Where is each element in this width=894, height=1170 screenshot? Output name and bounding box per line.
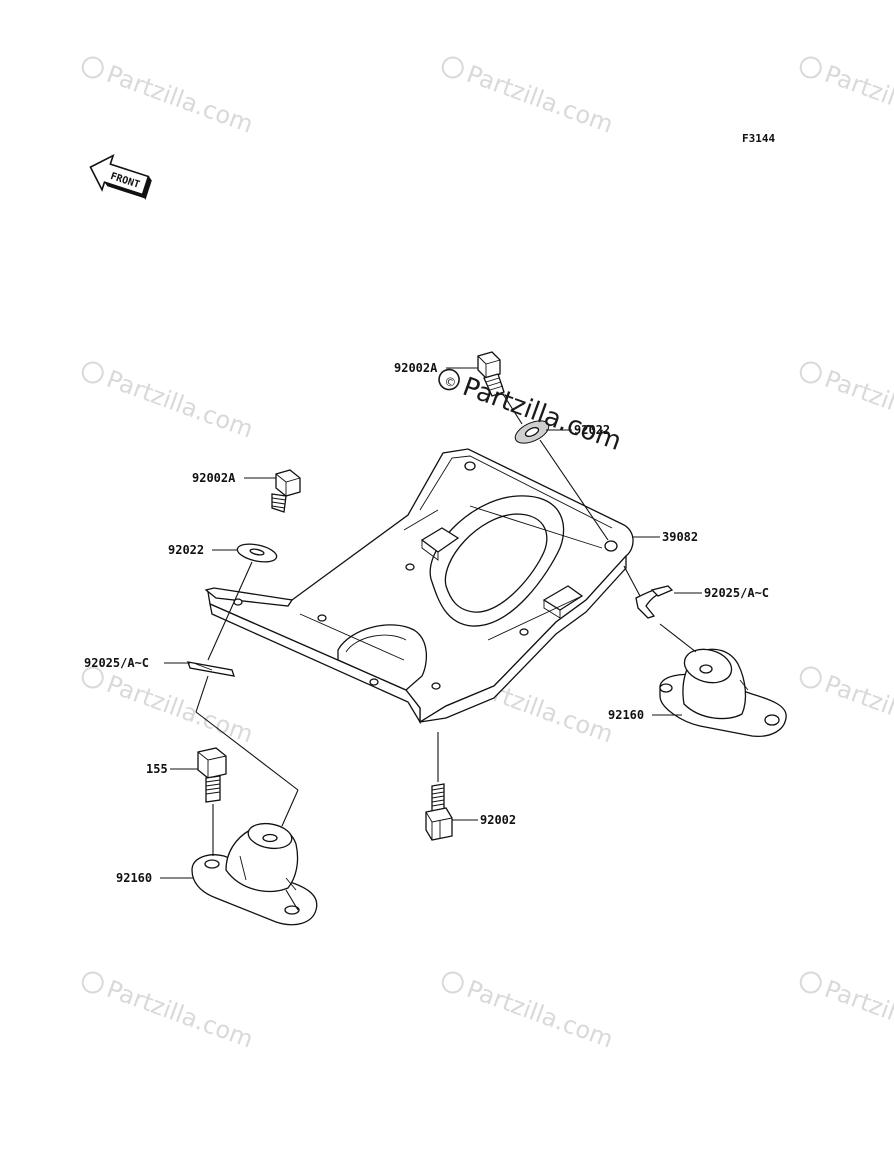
- washer-top: [514, 420, 550, 444]
- callout-mount-right: 92160: [608, 708, 644, 722]
- watermark-text: Partzilla.com: [821, 60, 894, 139]
- watermark-center-text: Partzilla.com: [459, 372, 626, 457]
- clip-left: [187, 661, 235, 677]
- watermark-text: Partzilla.com: [103, 670, 257, 749]
- bolt-bottom: [425, 783, 453, 841]
- callouts: 92002A 92022 92002A 92022 39082 92025/A~…: [84, 361, 769, 885]
- diagram-code: F3144: [742, 132, 775, 145]
- callout-bolt-155: 155: [146, 762, 168, 776]
- watermark-text: Partzilla.com: [463, 60, 617, 139]
- callout-bolt-top: 92002A: [394, 361, 438, 375]
- skid-plate: [204, 448, 634, 725]
- callout-clip-right: 92025/A~C: [704, 586, 769, 600]
- watermark-text: Partzilla.com: [103, 365, 257, 444]
- watermark-text: Partzilla.com: [103, 975, 257, 1054]
- leader-lines: [195, 393, 697, 911]
- svg-text:©: ©: [442, 373, 458, 390]
- callout-washer-top: 92022: [574, 423, 610, 437]
- washer-left: [236, 543, 278, 563]
- callout-bolt-bottom: 92002: [480, 813, 516, 827]
- clip-right: [635, 585, 674, 619]
- callout-clip-left: 92025/A~C: [84, 656, 149, 670]
- watermark-text: Partzilla.com: [463, 975, 617, 1054]
- bolt-top: [477, 351, 505, 397]
- watermark-text: Partzilla.com: [103, 60, 257, 139]
- front-arrow-icon: FRONT: [89, 153, 152, 200]
- callout-bolt-left: 92002A: [192, 471, 236, 485]
- watermark-text: Partzilla.com: [821, 670, 894, 749]
- engine-mount-left: [191, 822, 318, 926]
- watermark-text: Partzilla.com: [821, 975, 894, 1054]
- bolt-left: [271, 469, 301, 513]
- callout-washer-left: 92022: [168, 543, 204, 557]
- callout-mount-left: 92160: [116, 871, 152, 885]
- callout-plate: 39082: [662, 530, 698, 544]
- bolt-155: [197, 747, 227, 803]
- engine-mount-right: [659, 648, 787, 738]
- watermark-text: Partzilla.com: [821, 365, 894, 444]
